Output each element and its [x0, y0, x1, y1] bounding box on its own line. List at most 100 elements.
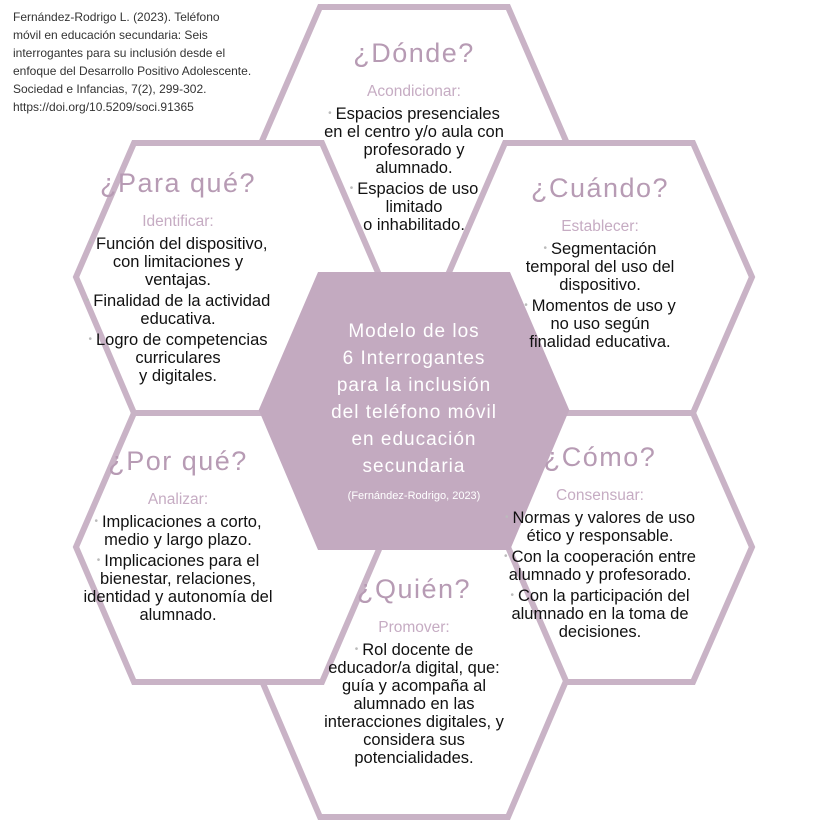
list-item-line: finalidad educativa. — [529, 333, 671, 351]
list-item-text: Finalidad de la actividad — [93, 292, 271, 310]
list-item-line: no uso según — [550, 315, 650, 333]
hexagon-title: ¿Quién? — [356, 574, 472, 604]
citation-line: Sociedad e Infancias, 7(2), 299-302. — [13, 82, 207, 96]
citation-line: enfoque del Desarrollo Positivo Adolesce… — [13, 64, 252, 78]
center-title-line: 6 Interrogantes — [342, 348, 486, 369]
list-item-line: ventajas. — [144, 271, 212, 289]
list-item-text: Función del dispositivo, — [96, 235, 268, 253]
hexagon-content-como: ¿Cómo?Consensuar:•Normas y valores de us… — [470, 442, 730, 644]
hexagon-verb: Identificar: — [142, 213, 214, 230]
bullet-icon: • — [543, 243, 547, 254]
list-item-line: potencialidades. — [354, 749, 474, 767]
list-item-line: identidad y autonomía del — [83, 588, 273, 606]
bullet-icon: • — [328, 108, 332, 119]
list-item-text: Espacios presenciales — [335, 105, 500, 123]
list-item-line: profesorado y — [363, 141, 465, 159]
list-item-line: alumnado en la toma de — [511, 605, 689, 623]
hexagon-content-donde: ¿Dónde?Acondicionar:•Espacios presencial… — [290, 38, 538, 237]
list-item-line: •Con la participación del — [470, 587, 730, 605]
list-item-text: Momentos de uso y — [531, 297, 676, 315]
list-item-line: •Rol docente de — [290, 641, 538, 659]
list-item-line: en el centro y/o aula con — [324, 123, 504, 141]
list-item-line: con limitaciones y — [112, 253, 244, 271]
bullet-icon: • — [349, 183, 354, 194]
list-item-line: • Segmentación — [470, 240, 730, 258]
hexagon-verb: Establecer: — [561, 218, 639, 235]
list-item-line: •Momentos de uso y — [470, 297, 730, 315]
list-item-text: Con la cooperación entre — [511, 548, 696, 566]
list-item-line: temporal del uso del — [525, 258, 675, 276]
list-item-text: Rol docente de — [362, 641, 474, 659]
hexagon-title: ¿Cuándo? — [530, 173, 670, 203]
list-item-line: interacciones digitales, y — [324, 713, 504, 731]
list-item-text: Segmentación — [551, 240, 657, 258]
bullet-icon: • — [524, 300, 528, 311]
list-item-text: Implicaciones a corto, — [101, 513, 262, 531]
list-item-line: bienestar, relaciones, — [100, 570, 256, 588]
list-item-text: Con la participación del — [517, 587, 690, 605]
list-item-line: •Espacios de uso — [290, 180, 538, 198]
bullet-icon: • — [354, 644, 359, 655]
list-item-line: alumnado y profesorado. — [508, 566, 692, 584]
list-item-line: •Espacios presenciales — [290, 105, 538, 123]
center-label: Modelo de los 6 Interrogantes para la in… — [290, 318, 538, 502]
bullet-icon: • — [88, 238, 92, 249]
bullet-icon: • — [504, 551, 508, 562]
list-item-text: Implicaciones para el — [104, 552, 260, 570]
list-item-line: •Implicaciones para el — [48, 552, 308, 570]
list-item-line: educativa. — [140, 310, 216, 328]
hexagon-verb: Consensuar: — [556, 487, 644, 504]
hexagon-content-paraque: ¿Para qué?Identificar:•Función del dispo… — [38, 168, 318, 388]
list-item-line: guía y acompaña al — [341, 677, 486, 695]
center-title: Modelo de los 6 Interrogantes para la in… — [290, 318, 538, 480]
list-item-line: medio y largo plazo. — [104, 531, 252, 549]
citation: Fernández-Rodrigo L. (2023). Teléfono mó… — [13, 8, 283, 116]
list-item: • Función del dispositivo,con limitacione… — [38, 235, 318, 289]
citation-line: interrogantes para su inclusión desde el — [13, 46, 226, 60]
center-credit: (Fernández-Rodrigo, 2023) — [347, 490, 481, 502]
list-item-line: curriculares — [135, 349, 221, 367]
hexagon-item-list: •Implicaciones a corto,medio y largo pla… — [48, 513, 308, 624]
center-title-line: secundaria — [362, 456, 466, 477]
list-item: •Implicaciones a corto,medio y largo pla… — [48, 513, 308, 549]
list-item-line: decisiones. — [558, 623, 642, 641]
list-item-line: •Normas y valores de uso — [470, 509, 730, 527]
bullet-icon: • — [94, 516, 98, 527]
hexagon-title: ¿Dónde? — [353, 38, 475, 68]
list-item-line: •Logro de competencias — [38, 331, 318, 349]
list-item-line: educador/a digital, que: — [328, 659, 500, 677]
list-item-line: •Con la cooperación entre — [470, 548, 730, 566]
hexagon-title: ¿Por qué? — [108, 446, 248, 476]
list-item-line: limitado — [385, 198, 443, 216]
list-item-line: considera sus — [363, 731, 465, 749]
list-item-line: alumnado en las — [353, 695, 475, 713]
bullet-icon: • — [510, 590, 514, 601]
list-item-line: alumnado. — [139, 606, 217, 624]
list-item-line: dispositivo. — [559, 276, 641, 294]
list-item-line: o inhabilitado. — [363, 216, 465, 234]
hexagon-verb: Promover: — [378, 619, 450, 636]
bullet-icon: • — [85, 295, 90, 306]
hexagon-item-list: • Función del dispositivo,con limitacione… — [38, 235, 318, 385]
hexagon-verb: Acondicionar: — [367, 83, 461, 100]
citation-line: móvil en educación secundaria: Seis — [13, 28, 208, 42]
hexagon-title: ¿Cómo? — [543, 442, 657, 472]
list-item-text: Normas y valores de uso — [512, 509, 696, 527]
citation-line: Fernández-Rodrigo L. (2023). Teléfono — [13, 10, 220, 24]
bullet-icon: • — [88, 334, 92, 345]
list-item-line: •Implicaciones a corto, — [48, 513, 308, 531]
list-item-line: •Finalidad de la actividad — [38, 292, 318, 310]
